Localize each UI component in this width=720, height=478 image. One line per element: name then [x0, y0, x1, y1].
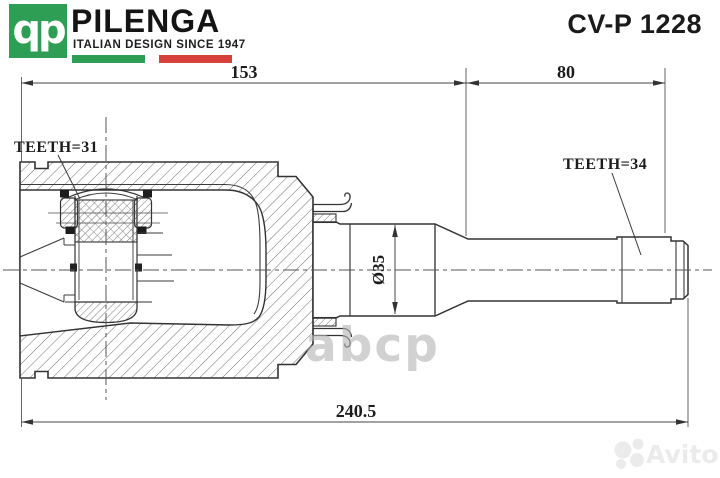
dimension-153: 153 — [21, 62, 467, 236]
dimension-80: 80 — [466, 62, 666, 233]
avito-watermark: Avito — [646, 440, 719, 469]
teeth-34-label: TEETH=34 — [563, 156, 647, 256]
dim-diameter-label: Ø35 — [369, 255, 388, 285]
avito-logo-icon — [614, 438, 644, 469]
boot-clamp-bottom — [312, 316, 353, 348]
teeth-31-text: TEETH=31 — [14, 139, 98, 156]
dim-80-label: 80 — [557, 62, 575, 82]
boot-clamp-top — [312, 192, 353, 224]
flag-bar-red — [159, 55, 232, 63]
dimension-diameter-35: Ø35 — [369, 225, 398, 314]
pilenga-logo-mark: qp — [9, 4, 67, 58]
part-number: CV-P 1228 — [567, 9, 702, 39]
abcp-watermark: abcp — [305, 318, 440, 373]
teeth-31-label: TEETH=31 — [14, 139, 98, 200]
centerlines — [3, 117, 712, 400]
brand-tagline: ITALIAN DESIGN SINCE 1947 — [73, 39, 246, 51]
logo-mark-letters: qp — [12, 7, 66, 53]
dim-153-label: 153 — [231, 62, 258, 82]
dimension-240-5: 240.5 — [21, 298, 689, 427]
flag-bar-green — [72, 55, 145, 63]
teeth-34-text: TEETH=34 — [563, 156, 647, 173]
brand-name: PILENGA — [71, 3, 221, 39]
dim-240-5-label: 240.5 — [336, 401, 377, 421]
